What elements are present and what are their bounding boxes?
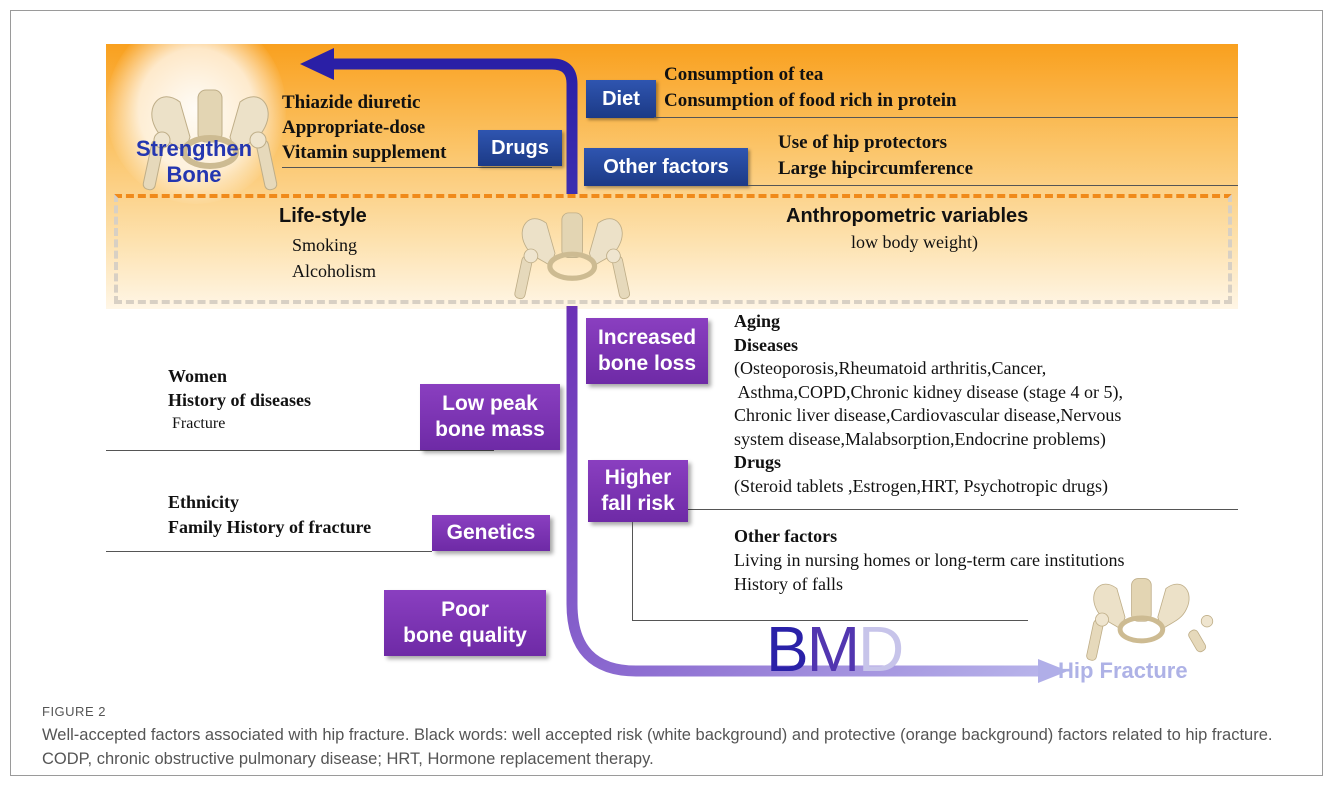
fracture-arrowhead <box>1038 659 1068 683</box>
other-factor-item: Use of hip protectors <box>778 132 948 153</box>
box-line: fall risk <box>601 492 675 515</box>
lifestyle-title: Life-style <box>279 205 367 227</box>
box-line: Low peak <box>442 391 538 415</box>
other-factors-underline <box>748 185 1238 186</box>
drugs-underline <box>282 167 552 168</box>
factor-arrows <box>142 48 1214 683</box>
ethnicity-label: Ethnicity <box>168 492 240 512</box>
risk-drugs-line: (Steroid tablets ,Estrogen,HRT, Psychotr… <box>734 475 1109 496</box>
strengthen-text: Strengthen <box>135 136 253 161</box>
other-factor-item: Large hipcircumference <box>778 158 974 179</box>
box-line: Poor <box>441 597 489 621</box>
disease-line: Asthma,COPD,Chronic kidney disease (stag… <box>734 381 1123 402</box>
genetic-factors: Ethnicity Family History of fracture <box>168 490 371 540</box>
pelvis-icon <box>142 89 278 191</box>
bmd-letter: M <box>806 613 860 684</box>
genetics-box: Genetics <box>432 515 550 551</box>
low-peak-bone-mass-box: Low peak bone mass <box>420 384 560 450</box>
fall-other-title: Other factors <box>734 526 838 546</box>
lifestyle-item: Alcoholism <box>292 261 376 281</box>
strengthen-arrow <box>326 58 578 194</box>
figure-frame <box>10 10 1323 776</box>
box-line: bone mass <box>435 418 545 441</box>
protective-drugs-list: Thiazide diuretic Appropriate-dose Vitam… <box>282 90 447 165</box>
increased-bone-loss-box: Increased bone loss <box>586 318 708 384</box>
hip-fracture-diagram: Strengthen Bone Thiazide diuretic Approp… <box>106 44 1238 684</box>
bone-text: Bone <box>166 161 222 187</box>
box-line: Increased <box>597 325 697 349</box>
other-factors-box: Other factors <box>584 148 748 186</box>
peak-mass-underline <box>106 450 494 451</box>
fracture-arrow <box>566 306 1041 677</box>
higher-fall-risk-box: Higher fall risk <box>588 460 688 522</box>
lifestyle-item: Smoking <box>292 235 358 255</box>
diet-item: Consumption of food rich in protein <box>664 90 957 111</box>
diseases-label: Diseases <box>734 334 798 355</box>
peak-mass-factors: Women History of diseases <box>168 364 311 412</box>
fall-risk-underline <box>632 620 1028 621</box>
anthropometric-item: low body weight) <box>851 232 978 252</box>
bmd-letter: D <box>858 613 904 684</box>
strengthen-arrowhead <box>300 48 334 80</box>
hip-fracture-label: Hip Fracture <box>1058 658 1188 683</box>
strengthen-bone-label: Strengthen Bone <box>114 136 274 188</box>
drug-item: Vitamin supplement <box>282 142 447 163</box>
box-line: bone quality <box>403 624 527 647</box>
fracture-label: Fracture <box>172 415 226 432</box>
fall-other-line: Living in nursing homes or long-term car… <box>734 550 1125 570</box>
history-diseases-label: History of diseases <box>168 390 311 410</box>
other-factors-list: Use of hip protectors Large hipcircumfer… <box>778 130 973 182</box>
disease-line: system disease,Malabsorption,Endocrine p… <box>734 428 1106 449</box>
fall-other-factors-list: Other factors Living in nursing homes or… <box>734 524 1124 596</box>
fall-risk-connector <box>632 522 633 620</box>
fall-other-line: History of falls <box>734 574 843 594</box>
bmd-letter: B <box>766 613 809 684</box>
figure-label: FIGURE 2 <box>42 704 106 719</box>
genetics-underline <box>106 551 432 552</box>
box-line: Higher <box>604 465 672 489</box>
bmd-label: BMD <box>766 613 904 684</box>
disease-line: (Osteoporosis,Rheumatoid arthritis,Cance… <box>734 358 1047 378</box>
fractured-pelvis-icon <box>1086 578 1214 661</box>
drugs-box: Drugs <box>478 130 562 166</box>
disease-line: Chronic liver disease,Cardiovascular dis… <box>734 405 1122 425</box>
modifiable-factors-box <box>114 194 1232 304</box>
risk-factors-list: Aging Diseases (Osteoporosis,Rheumatoid … <box>734 310 1123 498</box>
diet-box: Diet <box>586 80 656 118</box>
women-label: Women <box>168 366 228 386</box>
figure-caption: Well-accepted factors associated with hi… <box>42 726 1273 768</box>
poor-bone-quality-box: Poor bone quality <box>384 590 546 656</box>
lifestyle-list: Smoking Alcoholism <box>292 232 376 284</box>
diet-underline <box>654 117 1238 118</box>
risk-drugs-label: Drugs <box>734 452 782 472</box>
anthropometric-title: Anthropometric variables <box>786 205 1029 227</box>
aging-label: Aging <box>734 311 781 331</box>
diet-item: Consumption of tea <box>664 64 824 85</box>
drug-item: Thiazide diuretic <box>282 92 421 113</box>
family-history-label: Family History of fracture <box>168 517 372 537</box>
drug-item: Appropriate-dose <box>282 117 426 138</box>
pelvis-icon <box>514 212 631 300</box>
box-line: bone loss <box>597 352 697 375</box>
diet-list: Consumption of tea Consumption of food r… <box>664 62 957 114</box>
drugs-risk-underline <box>676 509 1238 510</box>
